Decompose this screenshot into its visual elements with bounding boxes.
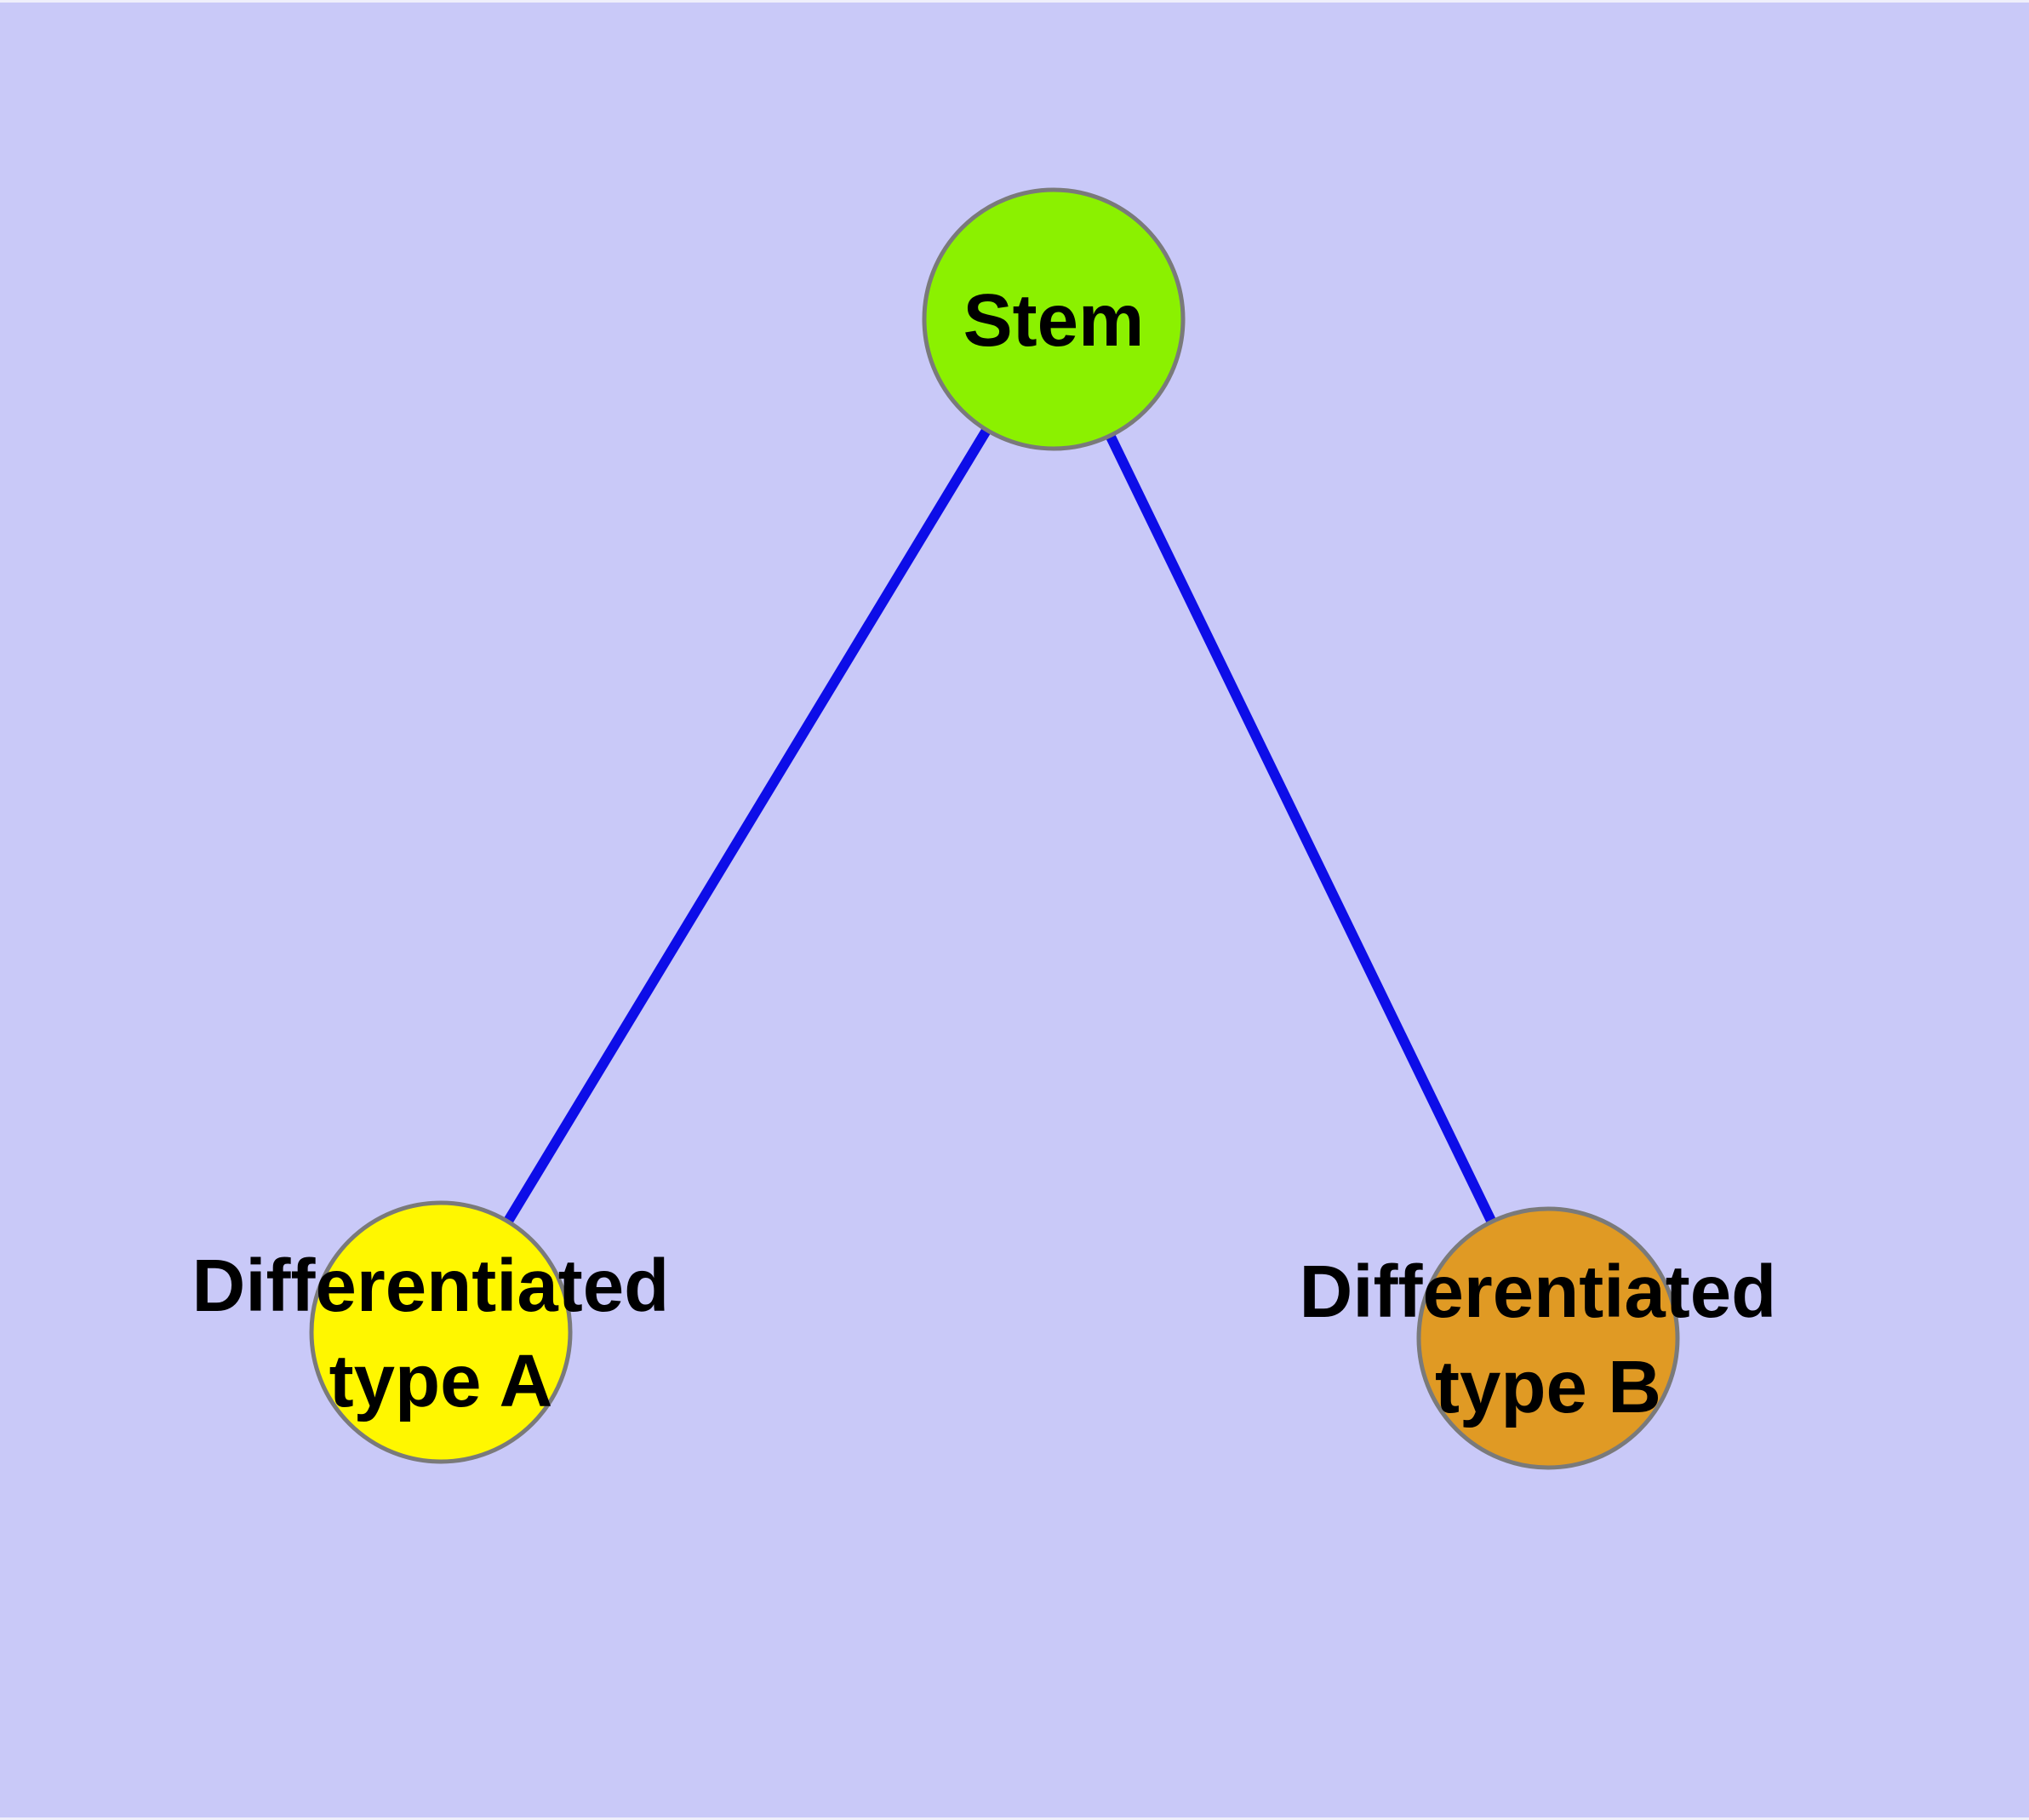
node-type-a-label: Differentiated type A	[192, 1245, 690, 1422]
node-type-b-label-line1: Differentiated	[1300, 1251, 1777, 1333]
canvas-bottom-margin	[0, 1817, 2029, 1820]
node-type-a-label-line2: type A	[329, 1340, 553, 1422]
canvas-top-margin	[0, 0, 2029, 3]
node-stem-label: Stem	[963, 279, 1145, 362]
node-type-a-label-line1: Differentiated	[192, 1245, 670, 1327]
node-differentiated-type-a	[309, 1200, 573, 1464]
node-stem	[922, 187, 1186, 451]
node-type-b-label: Differentiated type B	[1300, 1251, 1798, 1428]
edge-stem-to-type-b	[1049, 317, 1553, 1341]
edge-stem-to-type-a	[436, 316, 1059, 1336]
node-type-b-label-line2: type B	[1435, 1346, 1661, 1428]
node-differentiated-type-b	[1416, 1206, 1680, 1470]
